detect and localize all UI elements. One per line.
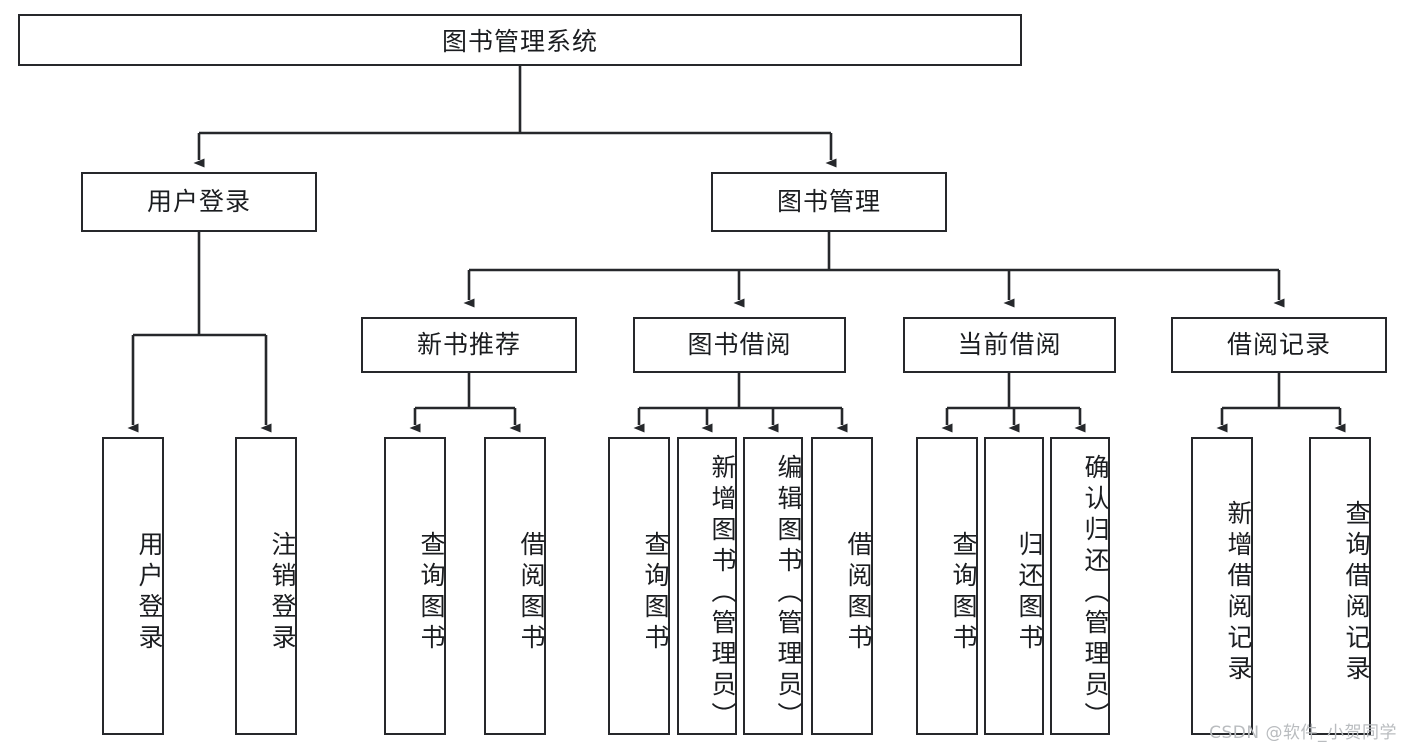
leaf-return-book[interactable]: 归还图书 [984, 437, 1044, 735]
leaf-query-borrow-record[interactable]: 查询借阅记录 [1309, 437, 1371, 735]
leaf-add-book-admin[interactable]: 新增图书（管理员） [677, 437, 737, 735]
leaf-logout[interactable]: 注销登录 [235, 437, 297, 735]
node-current-borrow[interactable]: 当前借阅 [903, 317, 1116, 373]
leaf-add-book-admin-label: 新增图书（管理员） [708, 453, 737, 733]
leaf-new-book-query-label: 查询图书 [417, 531, 446, 655]
node-book-management-label: 图书管理 [776, 187, 881, 217]
node-borrow-record[interactable]: 借阅记录 [1171, 317, 1387, 373]
node-current-borrow-label: 当前借阅 [957, 330, 1062, 360]
leaf-new-book-query[interactable]: 查询图书 [384, 437, 446, 735]
leaf-confirm-return-admin[interactable]: 确认归还（管理员） [1050, 437, 1110, 735]
leaf-add-borrow-record-label: 新增借阅记录 [1224, 500, 1253, 686]
leaf-new-book-borrow-label: 借阅图书 [517, 531, 546, 655]
leaf-borrow-query-book[interactable]: 查询图书 [608, 437, 670, 735]
leaf-user-login[interactable]: 用户登录 [102, 437, 164, 735]
leaf-logout-label: 注销登录 [268, 531, 297, 655]
leaf-return-book-label: 归还图书 [1015, 531, 1044, 655]
leaf-edit-book-admin[interactable]: 编辑图书（管理员） [743, 437, 803, 735]
node-user-login-label: 用户登录 [146, 187, 251, 217]
watermark: CSDN @软件_小贺同学 [1209, 723, 1397, 743]
leaf-user-login-label: 用户登录 [135, 531, 164, 655]
leaf-borrow-query-book-label: 查询图书 [641, 531, 670, 655]
leaf-new-book-borrow[interactable]: 借阅图书 [484, 437, 546, 735]
node-new-book-recommend[interactable]: 新书推荐 [361, 317, 577, 373]
leaf-borrow-book[interactable]: 借阅图书 [811, 437, 873, 735]
leaf-borrow-book-label: 借阅图书 [844, 531, 873, 655]
leaf-edit-book-admin-label: 编辑图书（管理员） [774, 453, 803, 733]
node-borrow-record-label: 借阅记录 [1226, 330, 1331, 360]
node-user-login[interactable]: 用户登录 [81, 172, 317, 232]
node-new-book-recommend-label: 新书推荐 [416, 330, 521, 360]
leaf-add-borrow-record[interactable]: 新增借阅记录 [1191, 437, 1253, 735]
leaf-confirm-return-admin-label: 确认归还（管理员） [1081, 453, 1110, 733]
leaf-current-query-book[interactable]: 查询图书 [916, 437, 978, 735]
node-book-borrow-label: 图书借阅 [687, 330, 792, 360]
leaf-query-borrow-record-label: 查询借阅记录 [1342, 500, 1371, 686]
node-book-borrow[interactable]: 图书借阅 [633, 317, 846, 373]
node-book-management[interactable]: 图书管理 [711, 172, 947, 232]
node-root-label: 图书管理系统 [441, 27, 598, 56]
node-root-book-management-system[interactable]: 图书管理系统 [18, 14, 1022, 66]
leaf-current-query-book-label: 查询图书 [949, 531, 978, 655]
